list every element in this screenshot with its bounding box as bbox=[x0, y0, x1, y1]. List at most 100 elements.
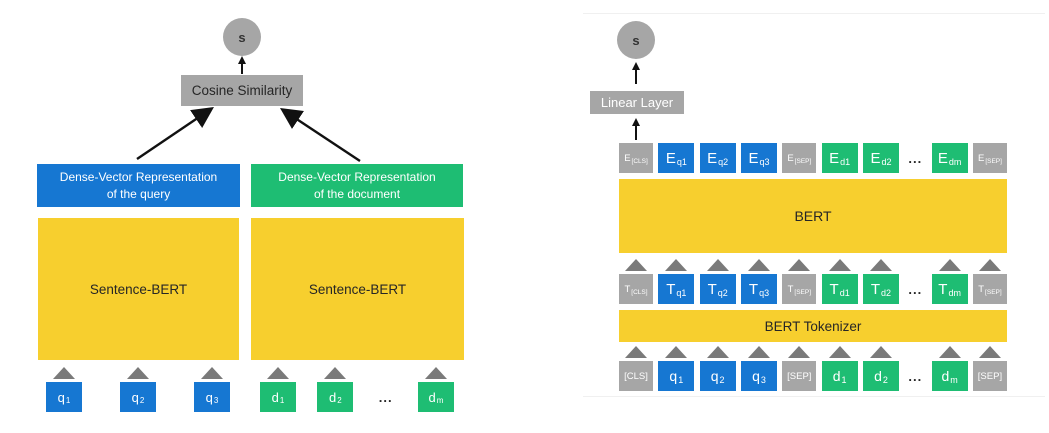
token-box-ESEP: E[SEP] bbox=[782, 143, 817, 173]
token-box-CLS: [CLS] bbox=[619, 361, 653, 391]
token-base-label: d bbox=[832, 368, 841, 384]
right-score-circle: s bbox=[617, 21, 655, 59]
token-box-SEP: [SEP] bbox=[782, 361, 817, 391]
bert-label: BERT bbox=[794, 208, 832, 224]
token-subscript-label: 1 bbox=[841, 375, 847, 385]
token-base-label: E bbox=[748, 149, 759, 167]
up-triangle-icon bbox=[665, 259, 688, 271]
token-base-label: E bbox=[829, 149, 840, 167]
bert-box: BERT bbox=[619, 179, 1007, 253]
token-base-label: E bbox=[937, 149, 948, 167]
token-base-label: T bbox=[938, 280, 948, 298]
token-base-label: T bbox=[707, 280, 717, 298]
up-triangle-icon bbox=[706, 346, 729, 358]
token-subscript-label: q1 bbox=[676, 157, 687, 167]
bottom-divider-line bbox=[583, 396, 1045, 397]
token-subscript-label: 1 bbox=[279, 395, 285, 405]
token-subscript-label: d1 bbox=[840, 157, 851, 167]
document-encoder-label: Sentence-BERT bbox=[308, 281, 407, 297]
token-subscript-label: d2 bbox=[881, 288, 892, 298]
token-cell-TSEP: T[SEP] bbox=[782, 259, 817, 304]
token-subscript-label: [SEP] bbox=[794, 157, 812, 165]
token-subscript-label: 1 bbox=[678, 375, 684, 385]
top-divider-line bbox=[583, 13, 1045, 14]
up-triangle-icon bbox=[869, 346, 892, 358]
ellipsis-label: ... bbox=[908, 368, 923, 384]
up-triangle-icon bbox=[788, 259, 811, 271]
ellipsis-label: ... bbox=[908, 150, 923, 166]
up-triangle-icon bbox=[978, 346, 1001, 358]
token-box-TSEP: T[SEP] bbox=[972, 274, 1007, 304]
query-encoder-box: Sentence-BERT bbox=[38, 218, 239, 360]
token-base-label: E bbox=[665, 149, 676, 167]
query-representation-line1: Dense-Vector Representation bbox=[59, 170, 218, 185]
token-subscript-label: q3 bbox=[759, 157, 770, 167]
up-triangle-icon bbox=[625, 346, 647, 358]
token-box-ESEP: E[SEP] bbox=[972, 143, 1007, 173]
cosine-similarity-box: Cosine Similarity bbox=[181, 75, 303, 106]
token-base-label: q bbox=[205, 389, 213, 405]
token-subscript-label: q3 bbox=[759, 288, 770, 298]
token-base-label: q bbox=[752, 368, 760, 384]
token-cell-TSEP: T[SEP] bbox=[972, 259, 1007, 304]
token-subscript-label: [SEP] bbox=[794, 288, 812, 296]
token-base-label: T bbox=[666, 280, 676, 298]
token-cell-ESEP: E[SEP] bbox=[782, 143, 817, 173]
up-triangle-icon bbox=[53, 367, 75, 379]
token-base-label: T bbox=[748, 280, 759, 298]
token-subscript-label: [CLS] bbox=[631, 288, 648, 296]
token-base-label: q bbox=[669, 368, 678, 384]
token-subscript-label: d1 bbox=[839, 288, 850, 298]
cosine-similarity-label: Cosine Similarity bbox=[191, 83, 293, 98]
left-score-label: s bbox=[238, 29, 246, 45]
left-score-circle: s bbox=[223, 18, 261, 56]
token-base-label: E bbox=[707, 149, 718, 167]
up-triangle-icon bbox=[747, 259, 770, 271]
token-base-label: d bbox=[428, 389, 436, 405]
token-subscript-label: 3 bbox=[760, 375, 766, 385]
token-subscript-label: 2 bbox=[719, 375, 725, 385]
document-encoder-box: Sentence-BERT bbox=[251, 218, 464, 360]
token-base-label: T bbox=[829, 280, 839, 298]
up-triangle-icon bbox=[788, 346, 811, 358]
up-triangle-icon bbox=[978, 259, 1001, 271]
token-base-label: d bbox=[874, 368, 882, 384]
token-base-label: q bbox=[131, 389, 139, 405]
token-base-label: d bbox=[328, 389, 337, 405]
token-subscript-label: dm bbox=[948, 157, 962, 167]
token-cell-CLS: [CLS] bbox=[619, 346, 653, 391]
token-subscript-label: 1 bbox=[65, 395, 71, 405]
token-subscript-label: q2 bbox=[718, 157, 729, 167]
